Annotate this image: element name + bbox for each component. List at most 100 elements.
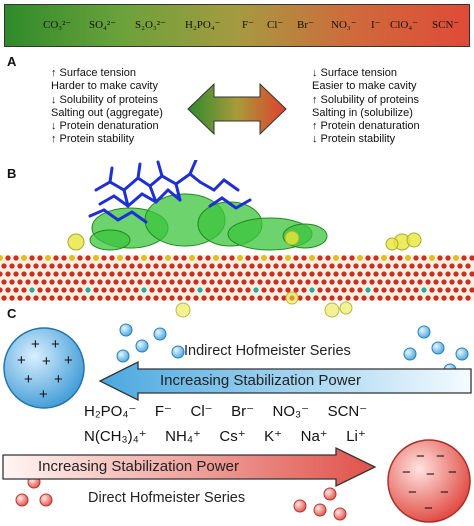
- lattice-atom: [57, 263, 63, 269]
- lattice-atom: [73, 263, 79, 269]
- minus-sign: −: [440, 484, 449, 501]
- lattice-atom: [469, 271, 474, 277]
- minus-sign: −: [436, 448, 445, 465]
- ion-label: I⁻: [371, 19, 381, 31]
- anion-label: Br⁻: [231, 403, 255, 420]
- lattice-atom: [297, 295, 303, 301]
- lattice-atom: [293, 255, 299, 261]
- lattice-atom: [409, 279, 415, 285]
- plus-sign: +: [17, 352, 26, 369]
- lattice-atom: [169, 263, 175, 269]
- plus-sign: +: [54, 371, 63, 388]
- lattice-atom: [253, 255, 259, 261]
- lattice-atom: [437, 255, 443, 261]
- lattice-atom: [197, 271, 203, 277]
- left-arrow-icon: [98, 360, 472, 402]
- anion-series: H₂PO₄⁻ F⁻ Cl⁻ Br⁻ NO₃⁻ SCN⁻: [84, 402, 367, 420]
- negative-charges: − − − − − − − −: [386, 438, 472, 524]
- lattice-atom: [373, 287, 379, 293]
- lattice-atom: [445, 255, 451, 261]
- lattice-atom: [361, 295, 367, 301]
- lattice-atom: [145, 263, 151, 269]
- lattice-atom: [93, 287, 99, 293]
- lattice-atom: [433, 263, 439, 269]
- lattice-atom: [65, 263, 71, 269]
- blue-molecule: [88, 160, 252, 224]
- lattice-atom: [269, 271, 275, 277]
- lattice-atom: [105, 279, 111, 285]
- lattice-atom: [0, 255, 3, 261]
- lattice-atom: [169, 295, 175, 301]
- lattice-atom: [405, 255, 411, 261]
- lattice-atom: [233, 279, 239, 285]
- lattice-atom: [1, 263, 7, 269]
- lattice-atom: [273, 263, 279, 269]
- lattice-atom: [281, 263, 287, 269]
- lattice-atom: [325, 287, 331, 293]
- lattice-atom: [0, 287, 3, 293]
- lattice-atom: [185, 295, 191, 301]
- lattice-atom: [429, 271, 435, 277]
- lattice-atom: [153, 295, 159, 301]
- red-bubble: [15, 475, 347, 521]
- lattice-atom: [0, 271, 3, 277]
- lattice-atom: [285, 287, 291, 293]
- plus-sign: +: [51, 336, 60, 353]
- lattice-atom: [341, 271, 347, 277]
- lattice-atom: [117, 287, 123, 293]
- lattice-atom: [357, 271, 363, 277]
- ion-label: Cl⁻: [267, 19, 284, 31]
- list-item: ↓ Protein stability: [312, 133, 396, 146]
- lattice-atom: [465, 263, 471, 269]
- lattice-atom: [281, 295, 287, 301]
- lattice-atom: [353, 263, 359, 269]
- lattice-atom: [153, 279, 159, 285]
- lattice-atoms: [0, 255, 474, 301]
- lattice-atom: [65, 295, 71, 301]
- arrow-bottom-label: Increasing Stabilization Power: [38, 458, 239, 475]
- lattice-atom: [365, 287, 371, 293]
- lattice-atom: [149, 255, 155, 261]
- lattice-atom: [265, 263, 271, 269]
- lattice-atom: [17, 295, 23, 301]
- lattice-atom: [281, 279, 287, 285]
- cation-label: Na⁺: [300, 428, 328, 445]
- lattice-atom: [469, 255, 474, 261]
- lattice-atom: [61, 287, 67, 293]
- lattice-atom: [301, 287, 307, 293]
- lattice-atom: [309, 287, 315, 293]
- lattice-atom: [445, 271, 451, 277]
- lattice-atom: [137, 295, 143, 301]
- minus-sign: −: [448, 464, 457, 481]
- lattice-atom: [313, 263, 319, 269]
- positive-ion-sphere: [3, 327, 85, 409]
- right-arrow-icon: [2, 446, 377, 488]
- lattice-atom: [217, 263, 223, 269]
- lattice-atom: [5, 271, 11, 277]
- lattice-atom: [289, 263, 295, 269]
- lattice-atom: [453, 271, 459, 277]
- lattice-atom: [89, 263, 95, 269]
- lattice-atom: [357, 255, 363, 261]
- lattice-atom: [413, 287, 419, 293]
- lattice-atom: [213, 287, 219, 293]
- ion-label: SO₄²⁻: [89, 19, 117, 31]
- lattice-atom: [81, 263, 87, 269]
- lattice-atom: [417, 263, 423, 269]
- lattice-atom: [209, 295, 215, 301]
- lattice-atom: [221, 255, 227, 261]
- lattice-atom: [277, 255, 283, 261]
- lattice-atom: [53, 287, 59, 293]
- lattice-atom: [25, 295, 31, 301]
- lattice-atom: [5, 287, 11, 293]
- lattice-atom: [105, 295, 111, 301]
- lattice-atom: [309, 271, 315, 277]
- lattice-atom: [121, 279, 127, 285]
- list-item: ↑ Surface tension: [51, 67, 136, 79]
- lattice-atom: [377, 263, 383, 269]
- lattice-atom: [381, 287, 387, 293]
- lattice-atom: [345, 295, 351, 301]
- lattice-atom: [157, 255, 163, 261]
- lattice-atom: [297, 279, 303, 285]
- lattice-atom: [225, 295, 231, 301]
